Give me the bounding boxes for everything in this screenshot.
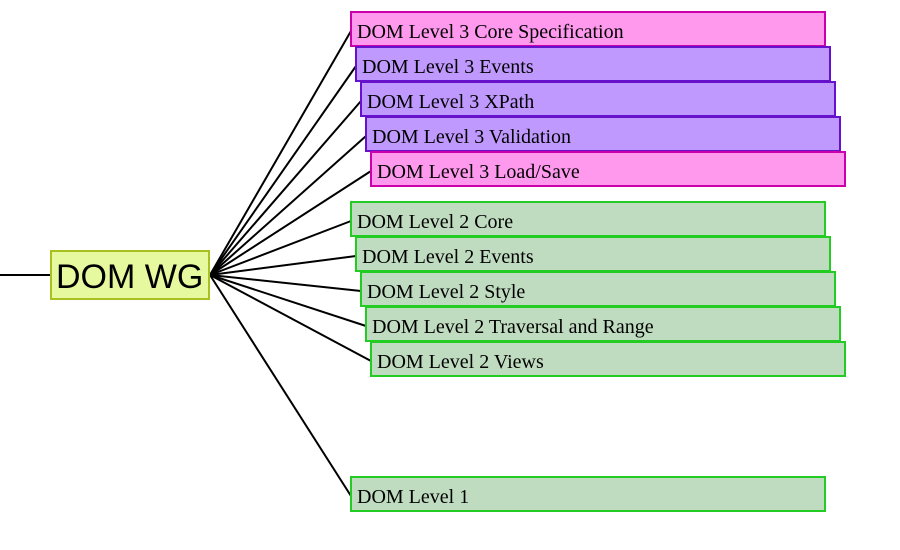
node-dom-level-2-traversal-range[interactable]: DOM Level 2 Traversal and Range [365, 306, 841, 342]
node-dom-level-2-views[interactable]: DOM Level 2 Views [370, 341, 846, 377]
root-node-dom-wg[interactable]: DOM WG [50, 250, 210, 300]
edge-line [209, 255, 357, 276]
edge-line [209, 274, 372, 362]
edge-line [209, 274, 362, 292]
node-dom-level-3-events[interactable]: DOM Level 3 Events [355, 46, 831, 82]
edge-line [209, 135, 367, 276]
edge-line [209, 220, 352, 276]
node-dom-level-3-validation[interactable]: DOM Level 3 Validation [365, 116, 841, 152]
node-dom-level-2-style[interactable]: DOM Level 2 Style [360, 271, 836, 307]
node-dom-level-3-load-save[interactable]: DOM Level 3 Load/Save [370, 151, 846, 187]
edge-line [209, 274, 352, 497]
node-dom-level-2-events[interactable]: DOM Level 2 Events [355, 236, 831, 272]
edge-line [209, 100, 362, 276]
edge-line [209, 30, 352, 276]
node-dom-level-3-core[interactable]: DOM Level 3 Core Specification [350, 11, 826, 47]
edge-line [209, 274, 367, 327]
edge-line [209, 65, 357, 276]
node-dom-level-3-xpath[interactable]: DOM Level 3 XPath [360, 81, 836, 117]
node-dom-level-1[interactable]: DOM Level 1 [350, 476, 826, 512]
edge-line [209, 170, 372, 276]
node-dom-level-2-core[interactable]: DOM Level 2 Core [350, 201, 826, 237]
